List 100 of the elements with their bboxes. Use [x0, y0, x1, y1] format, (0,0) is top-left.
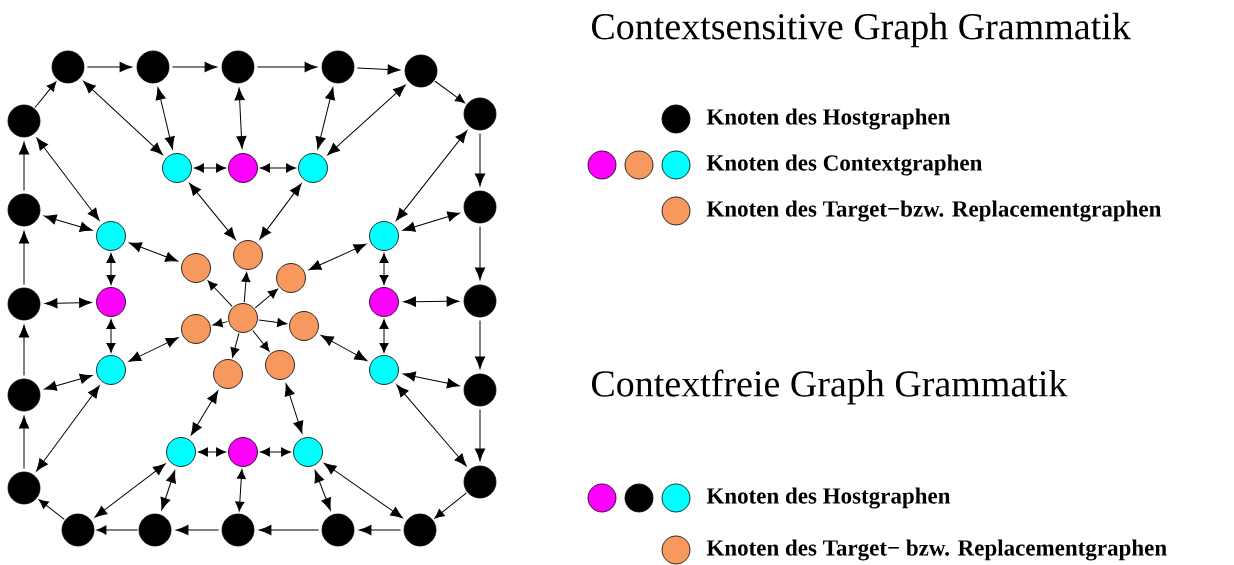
graph-node [136, 50, 170, 84]
arrow [234, 87, 247, 149]
arrow [474, 319, 486, 370]
arrow [18, 324, 30, 377]
arrow [155, 87, 175, 150]
arrow [252, 330, 270, 352]
arrow [323, 462, 403, 519]
arrow [241, 272, 251, 303]
graph-node [265, 350, 295, 380]
graph-node [51, 50, 85, 84]
arrow [18, 415, 30, 470]
arrow [434, 492, 467, 519]
graph-node [7, 471, 41, 505]
arrow [190, 390, 219, 436]
legend-text: Knoten des Target−bzw. Replacementgraphen [706, 200, 1162, 222]
arrow [356, 64, 401, 75]
arrow [474, 408, 486, 462]
arrow [34, 81, 57, 108]
arrow [96, 525, 139, 535]
arrow [44, 214, 93, 232]
arrow [94, 463, 166, 518]
graph-node [7, 378, 41, 412]
graph-node [96, 221, 126, 251]
graph-node [61, 513, 95, 547]
arrow [129, 242, 178, 262]
arrow [327, 84, 406, 156]
graph-node [321, 50, 355, 84]
graph-node [293, 437, 323, 467]
graph-node [463, 465, 497, 499]
graph-node [463, 190, 497, 224]
arrow [315, 87, 336, 150]
graph-node [228, 303, 258, 333]
graph-node [7, 287, 41, 321]
arrow [258, 524, 320, 536]
section-heading: Contextfreie Graph Grammatik [592, 369, 1068, 405]
arrow [235, 469, 246, 512]
arrow [128, 337, 179, 362]
graph-node [7, 193, 41, 227]
graph-node [369, 287, 399, 317]
arrow [38, 499, 65, 520]
arrow [86, 61, 133, 73]
arrow [403, 296, 460, 307]
graph-node [96, 355, 126, 385]
arrow [259, 183, 302, 240]
section-heading: Contextsensitive Graph Grammatik [592, 12, 1131, 48]
arrow [284, 383, 304, 434]
graph-node [463, 284, 497, 318]
arrow [175, 524, 220, 536]
arrow [212, 318, 229, 328]
arrow [260, 447, 291, 457]
arrow [396, 384, 467, 467]
arrow [358, 524, 402, 536]
arrow [36, 385, 100, 472]
arrow [106, 253, 116, 285]
graph-node [298, 153, 328, 183]
graph-node [403, 513, 437, 547]
arrow [44, 297, 92, 309]
arrow [474, 132, 486, 187]
arrow [474, 225, 486, 281]
arrow [379, 253, 389, 285]
arrow [171, 61, 218, 73]
graph-node [221, 513, 255, 547]
graph-node [321, 513, 355, 547]
arrow [254, 288, 278, 309]
arrow [308, 243, 367, 271]
arrow [194, 163, 226, 173]
arrow [379, 319, 389, 353]
graph-node [463, 373, 497, 407]
graph-node [213, 359, 243, 389]
arrow [198, 447, 226, 457]
graph-node [138, 513, 172, 547]
arrow [44, 373, 93, 391]
arrow [36, 137, 100, 221]
arrow [207, 280, 233, 307]
arrow [83, 81, 163, 155]
arrow [395, 130, 468, 221]
arrow [230, 332, 240, 358]
arrow [320, 335, 368, 361]
arrow [256, 61, 318, 73]
arrow [314, 470, 331, 511]
legend-text: Knoten des Contextgraphen [706, 154, 983, 176]
graph-node [276, 263, 306, 293]
legend-text: Knoten des Hostgraphen [706, 108, 951, 130]
graph-node [463, 97, 497, 131]
graph-node [233, 240, 263, 270]
legend-text: Knoten des Hostgraphen [706, 487, 951, 509]
arrow [402, 211, 461, 232]
graph-node [7, 104, 41, 138]
graph-node [369, 221, 399, 251]
arrow [258, 318, 288, 328]
graph-node [181, 253, 211, 283]
graph-node [162, 153, 192, 183]
graph-node [166, 437, 196, 467]
arrow [189, 182, 236, 241]
arrow [18, 230, 30, 286]
arrow [260, 163, 296, 173]
arrow [434, 80, 466, 104]
arrow [160, 470, 176, 511]
graph-node [228, 153, 258, 183]
graph-node [404, 54, 438, 88]
